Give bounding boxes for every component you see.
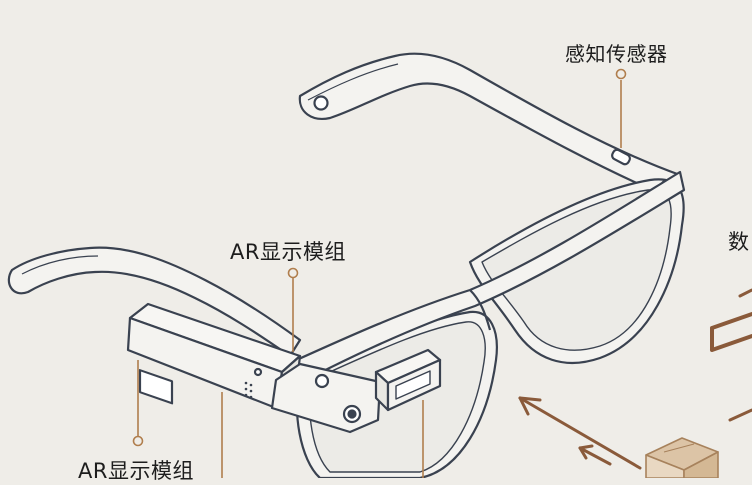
label-ar-module-top: AR显示模组 [230, 240, 346, 264]
near-temple [7, 246, 302, 358]
label-sensor: 感知传感器 [565, 42, 668, 66]
hinge-screw-icon [314, 373, 330, 389]
far-temple [298, 52, 682, 198]
label-ar-module-bottom: AR显示模组 [78, 459, 194, 483]
frame-top-bar [268, 170, 686, 394]
speaker-grille-icon [244, 381, 253, 399]
label-edge-partial: 数 [728, 230, 750, 254]
callouts [132, 68, 627, 478]
data-flow-arrows [518, 288, 752, 470]
chip-cube-icon [645, 437, 719, 478]
ar-projector [374, 348, 442, 412]
arrow-icon [518, 396, 642, 470]
ar-display-window [138, 369, 174, 405]
front-hinge [270, 362, 382, 434]
hinge-screw-icon [313, 95, 329, 111]
